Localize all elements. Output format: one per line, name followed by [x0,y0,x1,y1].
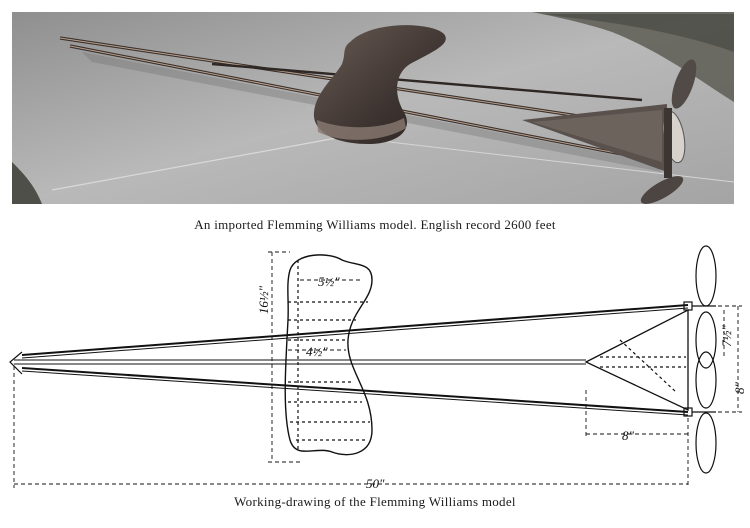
working-drawing: 16½" 5½" 4½" 7½" 8" 8" 50" [9,245,747,490]
drawing-caption: Working-drawing of the Flemming Williams… [234,494,516,509]
photo-caption: An imported Flemming Williams model. Eng… [194,217,556,232]
overall-length-label: 50" [366,476,385,490]
wing-span-label: 16½" [256,285,271,314]
prop-diameter-label: 7½" [719,325,734,347]
model-photograph [12,12,734,204]
wing-chord-mid-label: 4½" [306,344,328,359]
wing-chord-top-label: 5½" [318,274,340,289]
prop-spacing-label: 8" [732,381,747,394]
tail-length-label: 8" [622,428,635,443]
